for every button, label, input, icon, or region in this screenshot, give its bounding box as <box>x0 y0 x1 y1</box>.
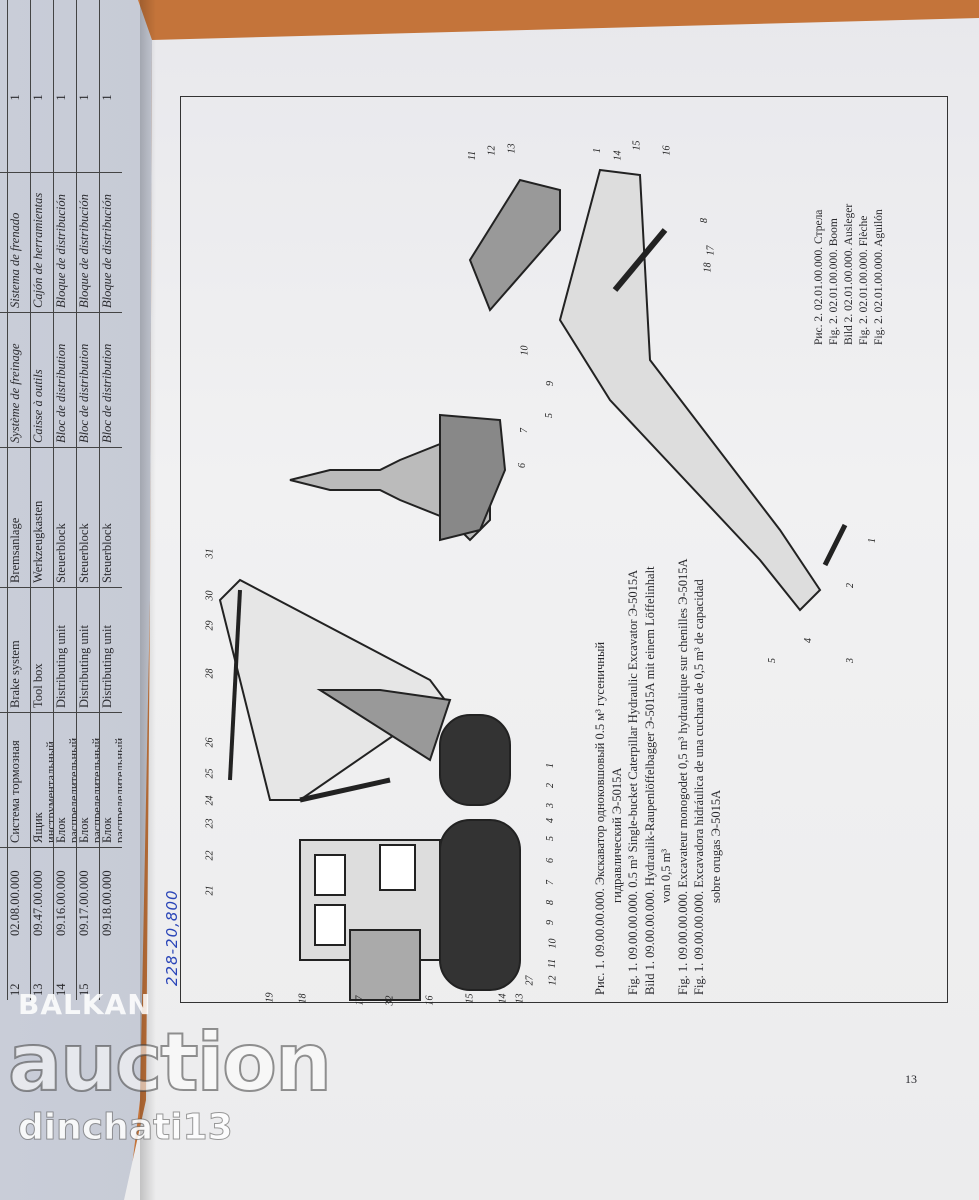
callout-number: 9 <box>545 381 556 386</box>
callout-number: 4 <box>803 638 814 643</box>
callout-number: 12 <box>547 975 559 986</box>
callout-number: 28 <box>204 668 216 679</box>
callout-number: 10 <box>547 938 559 949</box>
figure-frame <box>180 96 948 1003</box>
callout-number: 6 <box>545 858 556 863</box>
callout-number: 8 <box>545 900 556 905</box>
boom-bracket <box>468 178 561 312</box>
callout-number: 6 <box>517 463 528 468</box>
callout-number: 30 <box>204 590 216 601</box>
callout-number: 2 <box>845 583 856 588</box>
watermark-balkan: BALKAN <box>18 988 152 1021</box>
callout-number: 12 <box>486 145 498 156</box>
caption-en: Fig. 2. 02.01.00.000. Boom <box>828 218 840 345</box>
callout-number: 31 <box>204 548 216 559</box>
callout-number: 1 <box>545 763 556 768</box>
caption-ru: Рис. 1. 09.00.00.000. Экскаватор одноков… <box>593 641 624 995</box>
callout-number: 5 <box>545 836 556 841</box>
callout-number: 16 <box>424 995 436 1006</box>
callout-number: 17 <box>705 245 717 256</box>
caption-ru: Рис. 2. 02.01.00.000. Стрела <box>813 209 825 345</box>
page-gutter-shadow <box>140 0 156 1200</box>
caption-es: Fig. 2. 02.01.00.000. Aguilón <box>873 209 885 345</box>
excavator-cylinder <box>299 777 391 803</box>
callout-number: 1 <box>867 538 878 543</box>
handwritten-price: 228-20,800 <box>163 889 181 986</box>
cab-window <box>314 904 346 946</box>
callout-number: 11 <box>467 150 479 161</box>
callout-number: 5 <box>544 413 555 418</box>
callout-number: 23 <box>204 818 216 829</box>
callout-number: 18 <box>297 993 309 1004</box>
callout-number: 11 <box>547 958 559 969</box>
callout-number: 17 <box>354 995 366 1006</box>
callout-number: 10 <box>519 345 531 356</box>
caption-en: Fig. 1. 09.00.00.000. 0.5 m³ Single-buck… <box>626 569 640 995</box>
boom-arm <box>558 168 822 612</box>
callout-number: 8 <box>699 218 710 223</box>
callout-number: 18 <box>702 262 714 273</box>
callout-number: 7 <box>545 880 556 885</box>
caption-es: Fig. 1. 09.00.00.000. Excavadora hidrául… <box>692 579 723 995</box>
callout-number: 26 <box>204 737 216 748</box>
excavator-bucket <box>316 689 452 762</box>
callout-number: 29 <box>204 620 216 631</box>
caption-fr: Fig. 1. 09.00.00.000. Excavateur monogod… <box>675 558 690 995</box>
cab-window <box>314 854 346 896</box>
excavator-cylinder <box>228 589 242 781</box>
callout-number: 27 <box>524 975 536 986</box>
figure-2-caption: Рис. 2. 02.01.00.000. Стрела Fig. 2. 02.… <box>812 105 887 345</box>
callout-number: 14 <box>497 993 509 1004</box>
boom-pin <box>822 523 848 567</box>
excavator-drawing <box>218 578 521 1001</box>
excavator-track-rear <box>439 714 511 806</box>
callout-number: 24 <box>204 795 216 806</box>
callout-number: 21 <box>204 885 216 896</box>
grab-drawing <box>289 413 507 542</box>
excavator-track <box>439 819 521 991</box>
callout-number: 14 <box>612 150 624 161</box>
grab-jaw <box>439 413 507 542</box>
boom-pin <box>612 228 668 292</box>
callout-number: 13 <box>514 993 526 1004</box>
callout-number: 16 <box>661 145 673 156</box>
callout-number: 1 <box>592 148 603 153</box>
caption-de: Bild 1. 09.00.00.000. Hydraulik-Raupenlö… <box>642 566 674 995</box>
cab-window <box>379 844 416 891</box>
callout-number: 25 <box>204 768 216 779</box>
callout-number: 3 <box>845 658 856 663</box>
caption-de: Bild 2. 02.01.00.000. Ausleger <box>843 203 855 345</box>
page-number: 13 <box>905 1072 917 1086</box>
callout-number: 15 <box>464 993 476 1004</box>
callout-number: 19 <box>264 992 276 1003</box>
watermark-username: dinchati13 <box>18 1107 234 1148</box>
watermark-auction: auction <box>7 1016 333 1109</box>
callout-number: 9 <box>545 920 556 925</box>
callout-number: 4 <box>545 818 556 823</box>
callout-number: 5 <box>767 658 778 663</box>
callout-number: 15 <box>631 140 643 151</box>
callout-number: 13 <box>506 143 518 154</box>
boom-drawing <box>468 168 848 612</box>
callout-number: 3 <box>545 803 556 808</box>
caption-fr: Fig. 2. 02.01.00.000. Flèche <box>858 215 870 345</box>
excavator-counterweight <box>349 929 421 1001</box>
callout-number: 2 <box>545 783 556 788</box>
callout-number: 22 <box>204 850 216 861</box>
callout-number: 7 <box>519 428 530 433</box>
callout-number: 32 <box>384 995 396 1006</box>
figure-1-caption: Рис. 1. 09.00.00.000. Экскаватор одноков… <box>592 555 724 995</box>
